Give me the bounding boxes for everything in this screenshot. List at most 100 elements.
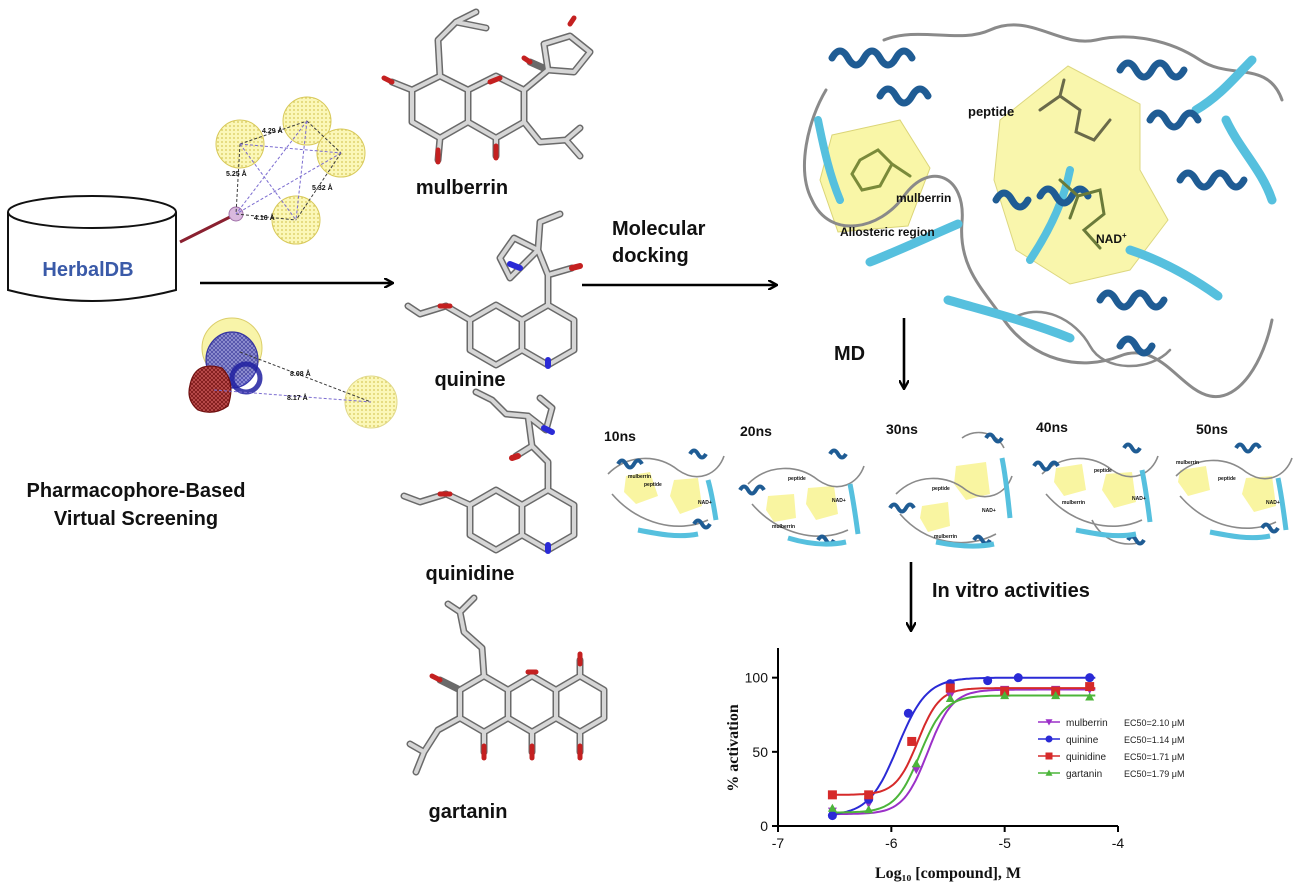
structure-quinine xyxy=(404,210,583,369)
md-frame-30ns: peptide mulberrin NAD+ xyxy=(888,431,1013,549)
legend-marker-quinidine xyxy=(1045,752,1053,760)
step-docking-line2: docking xyxy=(612,245,689,267)
distance-label-top-1: 4.29 Å xyxy=(262,126,283,135)
chart-ylabel: % activation xyxy=(725,704,742,792)
legend-ec50-gartanin: EC50=1.79 μM xyxy=(1124,769,1184,779)
legend-name-quinine: quinine xyxy=(1066,735,1099,746)
chart-xlabel: Log₁₀ [compound], M xyxy=(875,865,1021,882)
fit-curve-quinine xyxy=(828,676,1096,816)
protein-label-peptide: peptide xyxy=(968,104,1014,119)
compound-label-quinine: quinine xyxy=(434,369,505,391)
data-point-gartanin xyxy=(864,805,874,814)
database-cylinder xyxy=(7,195,177,302)
legend-name-mulberrin: mulberrin xyxy=(1066,718,1108,729)
md-frame-10ns: peptide mulberrin NAD+ xyxy=(607,448,725,539)
md-frames: peptide mulberrin NAD+ peptide mulberrin… xyxy=(607,431,1293,549)
data-point-gartanin xyxy=(1085,692,1095,701)
pharmacophore-model-bottom xyxy=(188,317,398,429)
md-40ns-cofactor: NAD+ xyxy=(1132,496,1146,502)
md-frame-50ns: peptide mulberrin NAD+ xyxy=(1175,442,1293,541)
compound-label-quinidine: quinidine xyxy=(426,563,515,585)
data-point-gartanin xyxy=(1000,690,1010,700)
md-10ns-ligand: mulberrin xyxy=(628,474,651,480)
fit-curve-gartanin xyxy=(829,694,1096,814)
md-50ns-cofactor: NAD+ xyxy=(1266,500,1280,506)
data-point-quinidine xyxy=(864,790,874,800)
md-20ns-ligand: mulberrin xyxy=(772,524,795,530)
chart-y-tick-label: 0 xyxy=(760,818,768,834)
md-time-40ns: 40ns xyxy=(1036,419,1068,435)
md-time-50ns: 50ns xyxy=(1196,421,1228,437)
data-point-quinidine xyxy=(1085,682,1095,692)
fit-curve-quinidine xyxy=(829,687,1096,796)
data-point-quinine xyxy=(1013,673,1023,683)
chart-legend: mulberrin EC50=2.10 μM quinine EC50=1.14 μM… xyxy=(1038,718,1184,780)
chart-x-tick-label: -5 xyxy=(998,835,1011,851)
distance-label-top-4: 4.16 Å xyxy=(254,213,275,222)
chart-data-points xyxy=(827,673,1095,821)
step-invitro: In vitro activities xyxy=(932,580,1090,602)
legend-name-quinidine: quinidine xyxy=(1066,752,1106,763)
md-frame-20ns: peptide mulberrin NAD+ xyxy=(738,448,865,547)
md-20ns-cofactor: NAD+ xyxy=(832,498,846,504)
compound-label-mulberrin: mulberrin xyxy=(416,177,508,199)
legend-marker-gartanin xyxy=(1045,769,1053,776)
pharmacophore-model-top xyxy=(179,96,366,245)
data-point-quinine xyxy=(827,811,837,821)
chart-y-tick-label: 100 xyxy=(745,670,769,686)
md-40ns-ligand: mulberrin xyxy=(1062,500,1085,506)
md-40ns-peptide: peptide xyxy=(1094,468,1112,474)
md-30ns-cofactor: NAD+ xyxy=(982,508,996,514)
data-point-gartanin xyxy=(827,803,837,812)
md-30ns-ligand: mulberrin xyxy=(934,534,957,540)
screening-title-line1: Pharmacophore-Based xyxy=(27,480,246,502)
data-point-quinine xyxy=(1085,673,1095,683)
data-point-gartanin xyxy=(945,693,955,703)
legend-marker-quinine xyxy=(1045,735,1053,743)
chart-axes: -7 -6 -5 -4 0 50 100 xyxy=(745,648,1125,851)
md-10ns-peptide: peptide xyxy=(644,482,662,488)
protein-docking-structure xyxy=(803,23,1284,398)
data-point-mulberrin xyxy=(911,766,921,775)
data-point-quinine xyxy=(903,708,913,718)
legend-ec50-mulberrin: EC50=2.10 μM xyxy=(1124,718,1184,728)
data-point-quinidine xyxy=(827,790,837,800)
dose-response-chart: -7 -6 -5 -4 0 50 100 mulberrin EC50=2.10 μM quin… xyxy=(725,648,1184,882)
fit-curve-mulberrin xyxy=(829,688,1096,816)
distance-label-top-2: 5.25 Å xyxy=(226,169,247,178)
screening-title-line2: Virtual Screening xyxy=(54,508,218,530)
md-50ns-ligand: mulberrin xyxy=(1176,460,1199,466)
legend-marker-mulberrin xyxy=(1045,719,1053,726)
chart-x-tick-label: -7 xyxy=(772,835,785,851)
data-point-gartanin xyxy=(911,759,921,768)
md-20ns-peptide: peptide xyxy=(788,476,806,482)
md-10ns-cofactor: NAD+ xyxy=(698,500,712,506)
chart-y-tick-label: 50 xyxy=(752,744,768,760)
md-frame-40ns: peptide mulberrin NAD+ xyxy=(1032,442,1159,546)
data-point-gartanin xyxy=(1051,690,1061,700)
structure-gartanin xyxy=(406,594,608,776)
step-docking-line1: Molecular xyxy=(612,218,706,240)
data-point-quinine xyxy=(983,676,993,686)
md-time-20ns: 20ns xyxy=(740,423,772,439)
structure-mulberrin xyxy=(381,8,594,165)
chart-x-tick-label: -4 xyxy=(1112,835,1125,851)
legend-ec50-quinidine: EC50=1.71 μM xyxy=(1124,752,1184,762)
legend-ec50-quinine: EC50=1.14 μM xyxy=(1124,735,1184,745)
md-30ns-peptide: peptide xyxy=(932,486,950,492)
data-point-quinidine xyxy=(945,683,955,693)
step-md: MD xyxy=(834,343,865,365)
database-label: HerbalDB xyxy=(42,259,133,281)
protein-label-allosteric: Allosteric region xyxy=(840,225,935,239)
legend-name-gartanin: gartanin xyxy=(1066,769,1102,780)
distance-label-bottom-2: 8.17 Å xyxy=(287,393,308,402)
chart-x-tick-label: -6 xyxy=(885,835,898,851)
data-point-quinidine xyxy=(907,736,917,746)
structure-quinidine xyxy=(400,388,578,554)
chart-fit-curves xyxy=(828,676,1096,816)
compound-label-gartanin: gartanin xyxy=(429,801,508,823)
distance-label-top-3: 5.32 Å xyxy=(312,183,333,192)
md-50ns-peptide: peptide xyxy=(1218,476,1236,482)
distance-label-bottom-1: 8.08 Å xyxy=(290,369,311,378)
